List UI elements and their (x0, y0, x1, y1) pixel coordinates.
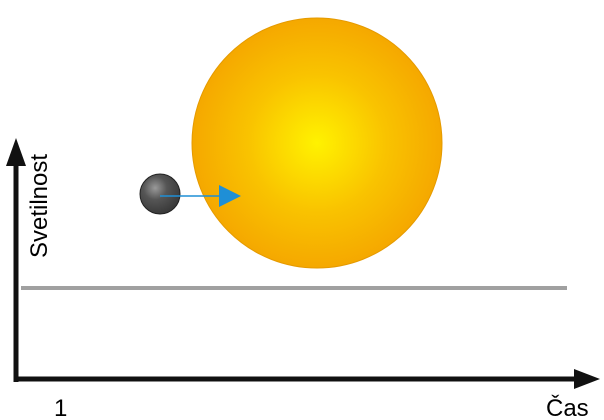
star (192, 18, 442, 268)
planet (140, 174, 180, 214)
y-axis-label: Svetilnost (26, 154, 53, 258)
x-tick-label: 1 (54, 395, 67, 420)
x-axis-label: Čas (546, 394, 589, 420)
y-axis-arrowhead (6, 138, 26, 166)
x-axis-arrowhead (574, 369, 600, 389)
